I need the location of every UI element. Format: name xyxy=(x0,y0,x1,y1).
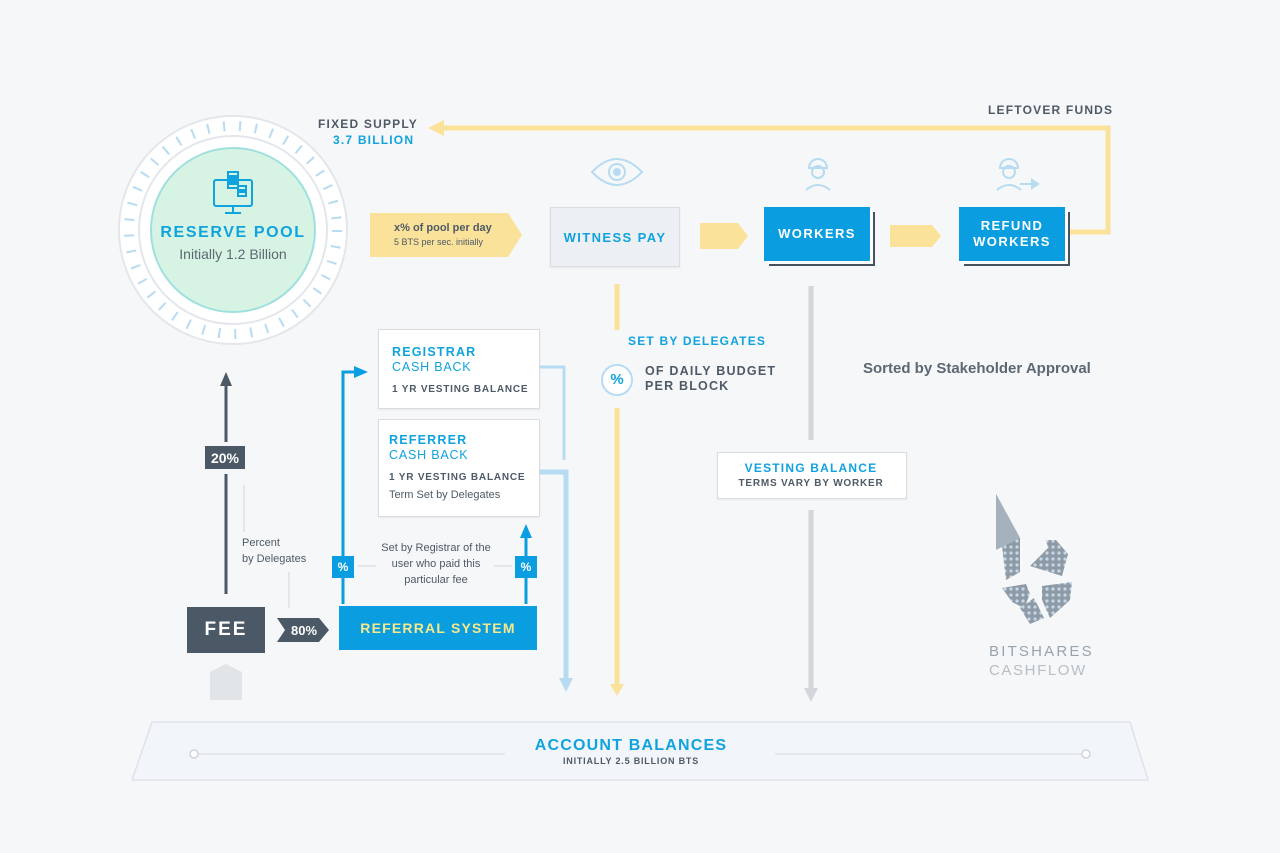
reserve-pool-ring xyxy=(118,115,348,345)
leftover-funds-line xyxy=(440,125,1111,235)
registrar-note-line1: Set by Registrar of the xyxy=(381,542,491,554)
pool-rate-main: x% of pool per day xyxy=(394,222,492,234)
percent-square-left: % xyxy=(332,556,354,578)
brand-line2: CASHFLOW xyxy=(989,662,1087,679)
sorted-by-approval: Sorted by Stakeholder Approval xyxy=(863,360,1091,377)
delegates-line2: PER BLOCK xyxy=(645,379,730,393)
percent-note-line2: by Delegates xyxy=(242,553,307,565)
witness-arrowhead xyxy=(610,684,624,696)
referrer-flow-line xyxy=(540,469,569,680)
referrer-arrowhead xyxy=(559,678,573,692)
refund-line2: WORKERS xyxy=(973,234,1051,249)
registrar-note-line2: user who paid this xyxy=(391,558,481,570)
bitshares-logo xyxy=(996,494,1072,624)
delegates-line1: OF DAILY BUDGET xyxy=(645,364,777,378)
referral-to-registrar-line xyxy=(341,370,356,604)
referrer-term: Term Set by Delegates xyxy=(389,489,501,501)
witness-pay-label: WITNESS PAY xyxy=(563,229,667,245)
fee-box[interactable]: FEE xyxy=(187,607,265,653)
tag-80-percent-shape xyxy=(277,618,329,642)
workers-refund-chevron xyxy=(890,225,941,247)
registrar-arrowhead xyxy=(354,366,368,378)
registrar-box[interactable] xyxy=(378,329,540,409)
percent-circle-icon xyxy=(601,364,633,396)
registrar-detail: 1 YR VESTING BALANCE xyxy=(392,384,529,395)
tag-20-percent: 20% xyxy=(205,446,245,469)
witness-pay-box[interactable]: WITNESS PAY xyxy=(550,207,680,267)
leftover-arrowhead xyxy=(428,120,444,136)
account-balances-sub: INITIALLY 2.5 BILLION BTS xyxy=(562,756,699,766)
vesting-balance-box[interactable] xyxy=(717,452,907,499)
referral-system-label: REFERRAL SYSTEM xyxy=(360,620,516,636)
house-icon xyxy=(210,664,242,700)
refund-workers-box[interactable]: REFUND WORKERS xyxy=(959,207,1065,261)
referrer-up-arrowhead xyxy=(520,524,532,538)
reserve-pool-title: RESERVE POOL xyxy=(160,224,306,241)
registrar-sub: CASH BACK xyxy=(392,360,472,374)
refund-line1: REFUND xyxy=(980,218,1044,233)
workers-arrowhead xyxy=(804,688,818,702)
percent-circle-symbol: % xyxy=(610,371,624,388)
referrer-detail: 1 YR VESTING BALANCE xyxy=(389,472,526,483)
brand-line1: BITSHARES xyxy=(989,643,1094,660)
percent-square-right: % xyxy=(515,556,537,578)
fixed-supply-amount: 3.7 BILLION xyxy=(333,133,415,147)
vesting-title: VESTING BALANCE xyxy=(744,461,878,475)
account-balances-title: ACCOUNT BALANCES xyxy=(534,737,728,754)
fixed-supply-label: FIXED SUPPLY xyxy=(318,117,418,131)
workers-label: WORKERS xyxy=(778,226,856,241)
pool-rate-sub: 5 BTS per sec. initially xyxy=(394,237,484,247)
witness-workers-chevron xyxy=(700,223,748,249)
registrar-title: REGISTRAR xyxy=(392,345,477,359)
reserve-pool-subtitle: Initially 1.2 Billion xyxy=(179,246,287,262)
vesting-sub: TERMS VARY BY WORKER xyxy=(738,478,884,489)
registrar-flow-line xyxy=(540,365,566,460)
pool-rate-tag xyxy=(370,213,522,257)
delegates-title: SET BY DELEGATES xyxy=(628,334,767,348)
registrar-note-line3: particular fee xyxy=(404,574,468,586)
leftover-funds-label: LEFTOVER FUNDS xyxy=(988,103,1114,117)
eye-icon xyxy=(590,158,644,186)
tag-80-percent: 80% xyxy=(290,623,318,638)
referrer-title: REFERRER xyxy=(389,433,468,447)
referrer-sub: CASH BACK xyxy=(389,448,469,462)
percent-note-line1: Percent xyxy=(242,537,280,549)
worker-icon xyxy=(805,158,831,191)
account-balances-bar xyxy=(130,721,1150,781)
reserve-arrowhead xyxy=(220,372,232,386)
workers-box[interactable]: WORKERS xyxy=(764,207,870,261)
refund-worker-icon xyxy=(996,158,1040,191)
computer-coins-icon xyxy=(213,171,253,214)
referrer-box[interactable] xyxy=(378,419,540,517)
referral-system-box[interactable]: REFERRAL SYSTEM xyxy=(339,606,537,650)
